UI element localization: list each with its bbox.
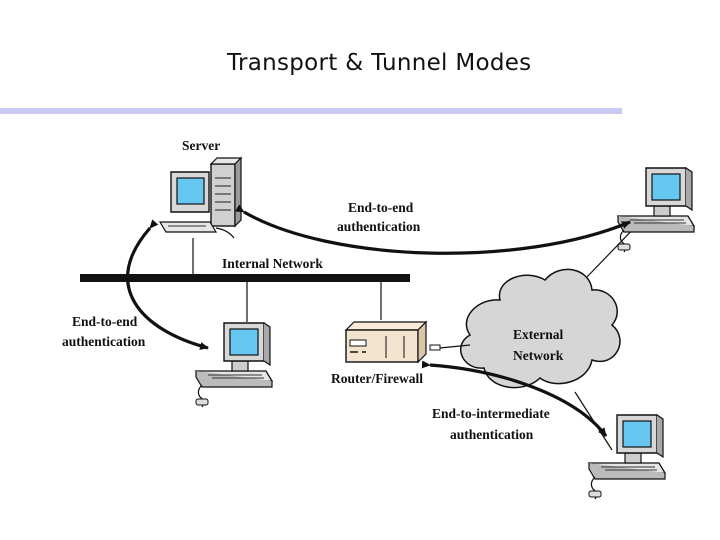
e2e-arrow-top [235, 204, 631, 255]
server-label: Server [182, 138, 220, 153]
external-network-label-line1: External [513, 327, 563, 342]
e2e-top-label-line2: authentication [337, 219, 421, 234]
e2e-top-label-line1: End-to-end [348, 200, 414, 215]
slide-title: Transport & Tunnel Modes [227, 50, 532, 76]
e2i-label-line2: authentication [450, 427, 534, 442]
e2e-left-label-line1: End-to-end [72, 314, 138, 329]
router-firewall [344, 320, 441, 364]
server-computer [158, 156, 243, 239]
e2e-arrow-left [126, 219, 209, 350]
e2e-left-label-line2: authentication [62, 334, 146, 349]
router-firewall-label: Router/Firewall [331, 371, 423, 386]
e2i-arrow [421, 360, 608, 437]
internal-network-bus [80, 274, 410, 282]
e2i-label-line1: End-to-intermediate [432, 406, 550, 421]
external-network-label-line2: Network [513, 348, 564, 363]
title-underline [0, 108, 622, 114]
remote-host-upper [617, 167, 695, 253]
external-network-cloud [459, 268, 621, 389]
internal-workstation [195, 322, 273, 408]
router-cloud-link [439, 344, 471, 349]
internal-network-label: Internal Network [222, 256, 323, 271]
